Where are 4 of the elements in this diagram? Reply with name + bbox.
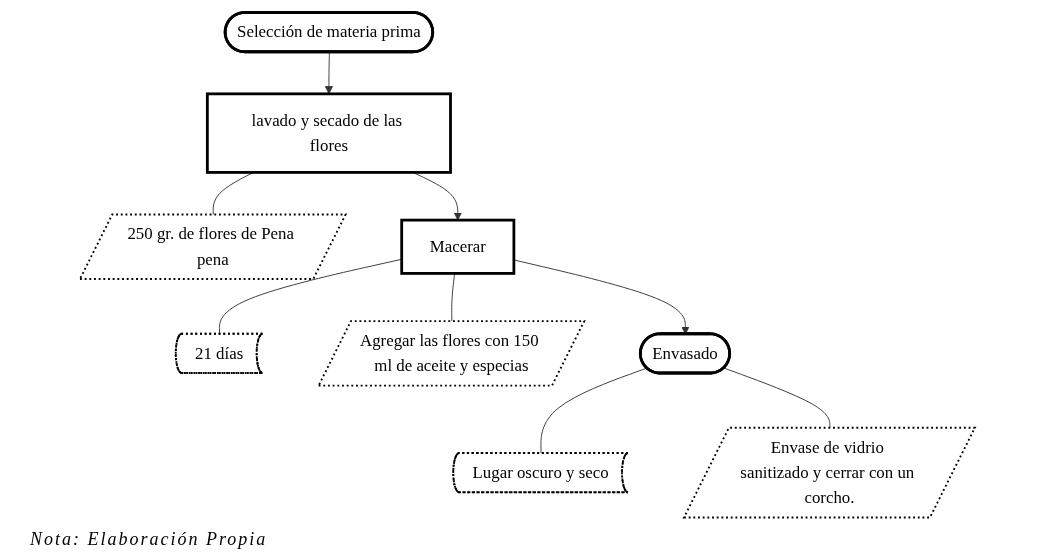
connector — [212, 171, 254, 215]
node-box: lavado y secado de las flores — [206, 91, 452, 174]
caption: Nota: Elaboración Propia — [30, 529, 268, 550]
node-box: Macerar — [400, 218, 516, 275]
